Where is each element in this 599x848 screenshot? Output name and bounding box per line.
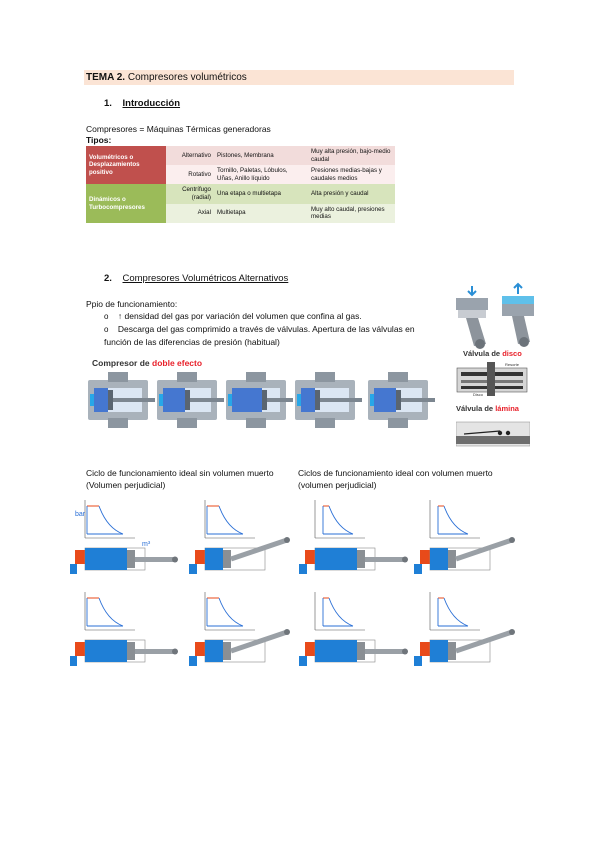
principle-bullet-1: o ↑ densidad del gas por variación del v… (104, 311, 439, 321)
table-row: Axial Multietapa Muy alto caudal, presio… (86, 203, 395, 223)
type-notes: Muy alto caudal, presiones medias (308, 203, 395, 223)
section2-heading: 2. Compresores Volumétricos Alternativos (104, 273, 288, 284)
cycle-diagram (189, 592, 290, 666)
section2-title: Compresores Volumétricos Alternativos (122, 273, 289, 284)
bullet-text: densidad del gas por variación del volum… (124, 311, 362, 321)
principle-label: Ppio de funcionamiento: (86, 299, 178, 309)
type-examples: Pistones, Membrana (214, 146, 308, 166)
cycle-diagram (414, 592, 515, 666)
section2-number: 2. (104, 273, 112, 284)
unit-bar-label: bar (75, 511, 86, 518)
category-dynamic: Dinámicos o Turbocompresores (86, 184, 166, 223)
piston-left (456, 286, 488, 349)
type-notes: Muy alta presión, bajo-medio caudal (308, 146, 395, 166)
bullet-marker: o (104, 312, 109, 321)
type-notes: Alta presión y caudal (308, 184, 395, 204)
compressor-types-table: Volumétricos o Desplazamientos positivo … (86, 146, 395, 223)
cycle-diagram (299, 500, 408, 574)
double-effect-caption: Compresor de doble efecto (92, 358, 203, 368)
table-row: Rotativo Tornillo, Paletas, Lóbulos, Uña… (86, 165, 395, 185)
type-examples: Multietapa (214, 203, 308, 223)
section1-number: 1. (104, 98, 112, 109)
section1-heading: 1. Introducción (104, 98, 180, 109)
cycle-diagram (189, 500, 290, 574)
ideal-cycle-with-dead-volume-caption: Ciclos de funcionamiento ideal con volum… (298, 468, 493, 490)
compressor-frame (157, 372, 224, 428)
piston-right (502, 282, 534, 347)
category-volumetric: Volumétricos o Desplazamientos positivo (86, 146, 166, 185)
cycle-diagram (70, 500, 178, 574)
type-notes: Presiones medias-bajas y caudales medios (308, 165, 395, 185)
tema-title: Compresores volumétricos (127, 72, 247, 83)
cycle-diagrams: bar m³ (70, 500, 515, 666)
type-examples: Una etapa o multietapa (214, 184, 308, 204)
table-row: Dinámicos o Turbocompresores Centrífugo … (86, 184, 395, 223)
type-kind: Axial (166, 203, 214, 223)
reed-valve-caption: Válvula de lámina (456, 404, 519, 413)
unit-m3-label: m³ (142, 541, 151, 548)
compressor-frame (295, 372, 362, 428)
type-kind: Centrífugo (radial) (166, 184, 214, 204)
types-label: Tipos: (86, 135, 112, 145)
piston-illustrations (456, 282, 534, 349)
section1-title: Introducción (122, 98, 181, 109)
disc-valve-diagram: Resorte Disco (456, 362, 528, 397)
double-effect-compressor-diagram (88, 372, 435, 428)
compressor-frame (88, 372, 155, 428)
cycle-diagram (299, 592, 408, 666)
type-kind: Rotativo (166, 165, 214, 185)
type-examples: Tornillo, Paletas, Lóbulos, Uñas, Anillo… (214, 165, 308, 185)
table-row: Volumétricos o Desplazamientos positivo … (86, 146, 395, 185)
disco-label: Disco (473, 392, 484, 397)
compressor-definition: Compresores = Máquinas Térmicas generado… (86, 124, 271, 134)
disc-valve-caption: Válvula de disco (463, 349, 522, 358)
reed-valve-diagram (456, 421, 530, 447)
ideal-cycle-no-dead-volume-caption: Ciclo de funcionamiento ideal sin volume… (86, 468, 274, 490)
cycle-diagram (414, 500, 515, 574)
double-effect-highlight: doble efecto (152, 358, 203, 368)
principle-bullet-2: o Descarga del gas comprimido a través d… (104, 323, 440, 348)
compressor-frame (226, 372, 293, 428)
bullet-text: Descarga del gas comprimido a través de … (104, 324, 415, 347)
up-arrow-icon: ↑ (117, 311, 123, 321)
document-title-bar: TEMA 2. Compresores volumétricos (84, 70, 514, 85)
type-kind: Alternativo (166, 146, 214, 166)
compressor-frame (368, 372, 435, 428)
bullet-marker: o (104, 325, 109, 334)
resorte-label: Resorte (505, 362, 520, 367)
tema-label: TEMA 2. (86, 72, 126, 83)
cycle-diagram (70, 592, 178, 666)
